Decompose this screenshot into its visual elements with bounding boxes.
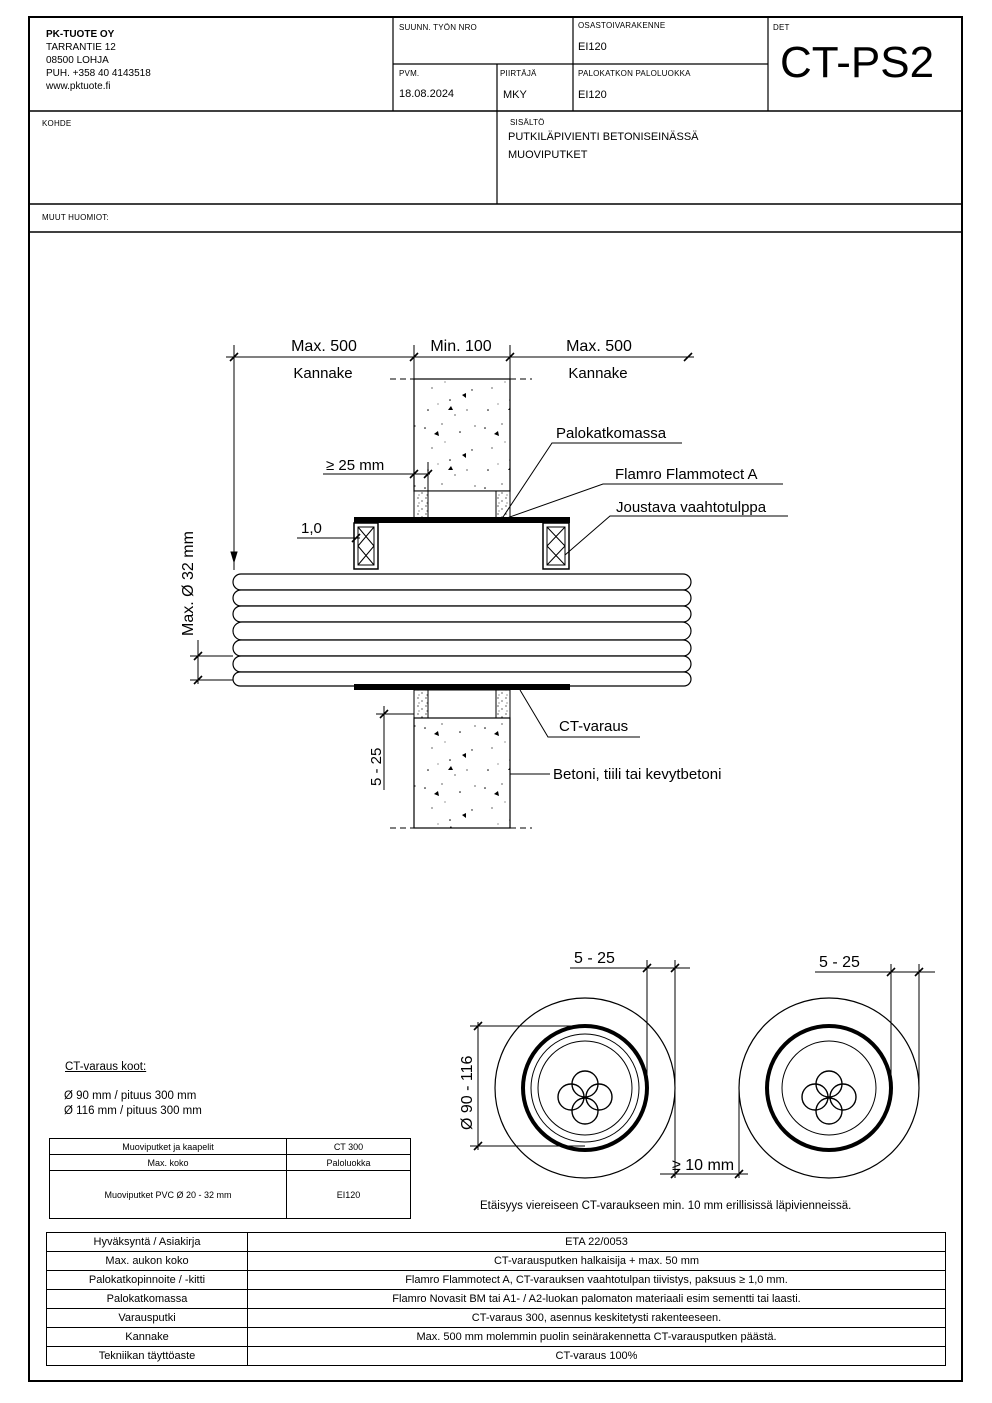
piirtaja-value: MKY bbox=[503, 89, 527, 101]
suunn-label: SUUNN. TYÖN NRO bbox=[399, 23, 477, 32]
spec-label: Varausputki bbox=[46, 1308, 248, 1328]
ct-sleeve-top bbox=[354, 517, 570, 523]
pipe-dia-dimension bbox=[190, 640, 233, 685]
sec-gap-right-label: 5 - 25 bbox=[819, 954, 860, 971]
spec-value: ETA 22/0053 bbox=[247, 1232, 946, 1252]
company-city: 08500 LOHJA bbox=[46, 55, 109, 66]
dim-mid-label: Min. 100 bbox=[430, 338, 491, 355]
palokatkomassa-label: Palokatkomassa bbox=[556, 425, 667, 442]
pipe-bundle bbox=[232, 573, 692, 687]
ge25-dimension bbox=[323, 462, 433, 519]
spec-label: Palokatkomassa bbox=[46, 1289, 248, 1309]
small-table-row-value: EI120 bbox=[286, 1170, 411, 1219]
gap-label: 5 - 25 bbox=[368, 748, 385, 786]
betoni-label: Betoni, tiili tai kevytbetoni bbox=[553, 766, 721, 783]
seal-lower-left bbox=[413, 689, 429, 719]
sec-note: Etäisyys viereiseen CT-varaukseen min. 1… bbox=[480, 1200, 852, 1212]
kannake-right-label: Kannake bbox=[568, 365, 627, 382]
sisalto-label: SISÄLTÖ bbox=[510, 118, 545, 127]
piirtaja-label: PIIRTÄJÄ bbox=[500, 69, 537, 78]
company-name: PK-TUOTE OY bbox=[46, 29, 115, 40]
kannake-left-label: Kannake bbox=[293, 365, 352, 382]
dim-left-label: Max. 500 bbox=[291, 338, 357, 355]
title-block-grid bbox=[28, 16, 963, 233]
spec-label: Palokatkopinnoite / -kitti bbox=[46, 1270, 248, 1290]
company-phone: PUH. +358 40 4143518 bbox=[46, 68, 151, 79]
sisalto-line1: PUTKILÄPIVIENTI BETONISEINÄSSÄ bbox=[508, 131, 699, 143]
spec-value: Max. 500 mm molemmin puolin seinärakenne… bbox=[247, 1327, 946, 1347]
spec-value: CT-varaus 100% bbox=[247, 1346, 946, 1366]
company-info: PK-TUOTE OY TARRANTIE 12 08500 LOHJA PUH… bbox=[46, 28, 151, 93]
dim-right-label: Max. 500 bbox=[566, 338, 632, 355]
sec-gap-left-label: 5 - 25 bbox=[574, 950, 615, 967]
thickness-label: 1,0 bbox=[301, 520, 322, 537]
max-dia-label: Max. Ø 32 mm bbox=[180, 531, 197, 636]
cross-section-right bbox=[738, 997, 920, 1179]
small-table-row-label: Muoviputket PVC Ø 20 - 32 mm bbox=[49, 1170, 287, 1219]
small-table-h2: CT 300 bbox=[286, 1138, 411, 1155]
small-table-h3: Max. koko bbox=[49, 1154, 287, 1171]
ct-size-116: Ø 116 mm / pituus 300 mm bbox=[64, 1105, 202, 1117]
sisalto-line2: MUOVIPUTKET bbox=[508, 149, 588, 161]
company-web[interactable]: www.pktuote.fi bbox=[46, 81, 111, 92]
det-label: DET bbox=[773, 23, 790, 32]
ge25-label: ≥ 25 mm bbox=[326, 457, 384, 474]
cross-section-left bbox=[494, 997, 676, 1179]
thickness-dimension bbox=[297, 533, 361, 543]
spec-value: Flamro Novasit BM tai A1- / A2-luokan pa… bbox=[247, 1289, 946, 1309]
sec-dia-label: Ø 90 - 116 bbox=[459, 1055, 476, 1130]
ct-size-90: Ø 90 mm / pituus 300 mm bbox=[64, 1090, 197, 1102]
flamro-label: Flamro Flammotect A bbox=[615, 466, 758, 483]
small-table-h1: Muoviputket ja kaapelit bbox=[49, 1138, 287, 1155]
ct-sizes-title: CT-varaus koot: bbox=[65, 1061, 147, 1073]
osasto-value: EI120 bbox=[578, 41, 607, 53]
sec-ge10-label: ≥ 10 mm bbox=[672, 1157, 734, 1174]
spec-value: CT-varausputken halkaisija + max. 50 mm bbox=[247, 1251, 946, 1271]
pvm-value: 18.08.2024 bbox=[399, 88, 455, 100]
small-table-h4: Paloluokka bbox=[286, 1154, 411, 1171]
pvm-label: PVM. bbox=[399, 69, 420, 78]
det-code: CT-PS2 bbox=[780, 38, 935, 87]
pipe-size-table: Muoviputket ja kaapelit CT 300 Max. koko… bbox=[49, 1138, 411, 1219]
spec-value: Flamro Flammotect A, CT-varauksen vaahto… bbox=[247, 1270, 946, 1290]
spec-value: CT-varaus 300, asennus keskitetysti rake… bbox=[247, 1308, 946, 1328]
top-dimension bbox=[226, 345, 694, 570]
spec-label: Kannake bbox=[46, 1327, 248, 1347]
foam-plug-right bbox=[542, 522, 570, 570]
seal-upper-right bbox=[495, 490, 511, 520]
company-street: TARRANTIE 12 bbox=[46, 42, 116, 53]
spec-label: Tekniikan täyttöaste bbox=[46, 1346, 248, 1366]
foam-plug-left bbox=[353, 522, 379, 570]
drawing-frame bbox=[28, 16, 963, 1382]
ct-varaus-label: CT-varaus bbox=[559, 718, 628, 735]
seal-upper-left bbox=[413, 490, 429, 520]
cross-sections: 5 - 25 5 - 25 Ø 90 - 116 ≥ 10 mm bbox=[459, 950, 935, 1179]
section-drawing: Max. 500 Min. 100 Max. 500 Kannake Kanna… bbox=[180, 338, 788, 829]
gap-dimension bbox=[376, 706, 414, 790]
osasto-label: OSASTOIVARAKENNE bbox=[578, 21, 666, 30]
muut-label: MUUT HUOMIOT: bbox=[42, 213, 109, 222]
spec-label: Hyväksyntä / Asiakirja bbox=[46, 1232, 248, 1252]
kohde-label: KOHDE bbox=[42, 119, 72, 128]
spec-label: Max. aukon koko bbox=[46, 1251, 248, 1271]
wall-lower bbox=[413, 717, 511, 829]
joustava-label: Joustava vaahtotulppa bbox=[616, 499, 767, 516]
palo-value: EI120 bbox=[578, 89, 607, 101]
palo-label: PALOKATKON PALOLUOKKA bbox=[578, 69, 691, 78]
seal-lower-right bbox=[495, 689, 511, 719]
ct-sleeve-bottom bbox=[354, 684, 570, 690]
